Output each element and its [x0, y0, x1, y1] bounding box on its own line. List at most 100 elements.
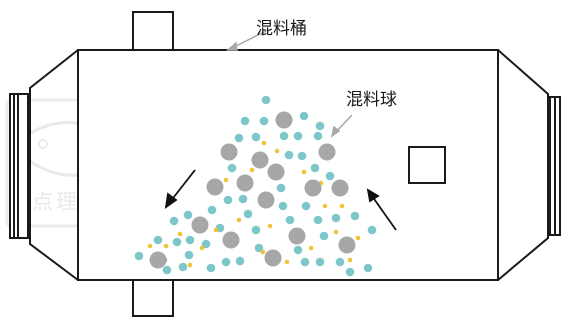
small-ball [223, 195, 233, 205]
small-ball [184, 250, 194, 260]
small-ball [185, 235, 195, 245]
large-ball [267, 163, 285, 181]
small-ball [134, 251, 144, 261]
inspection-window [408, 146, 446, 184]
large-ball [236, 174, 254, 192]
flow-arrow-left [169, 169, 196, 203]
yellow-dot [163, 243, 169, 249]
yellow-dot [284, 259, 290, 265]
left-end-cap [29, 49, 79, 281]
small-ball [206, 263, 216, 273]
large-ball [206, 178, 224, 196]
large-ball [288, 227, 306, 245]
small-ball [172, 237, 182, 247]
yellow-dot [267, 223, 273, 229]
small-ball [284, 150, 294, 160]
drum-label: 混料桶 [256, 19, 307, 39]
flow-arrow-right [371, 195, 397, 231]
small-ball [279, 131, 289, 141]
small-ball [367, 225, 377, 235]
small-ball [299, 111, 309, 121]
yellow-dot [249, 167, 255, 173]
small-ball [207, 205, 217, 215]
large-ball [318, 143, 336, 161]
yellow-dot [260, 249, 266, 255]
small-ball [319, 231, 329, 241]
small-ball [243, 209, 253, 219]
small-ball [178, 262, 188, 272]
large-ball [251, 151, 269, 169]
yellow-dot [322, 203, 328, 209]
yellow-dot [333, 229, 339, 235]
yellow-dot [261, 140, 267, 146]
small-ball [278, 201, 288, 211]
yellow-dot [355, 235, 361, 241]
small-ball [221, 257, 231, 267]
large-ball [257, 191, 275, 209]
yellow-dot [347, 257, 353, 263]
yellow-dot [308, 245, 314, 251]
large-ball [149, 251, 167, 269]
mixing-balls-pile [134, 95, 377, 277]
large-ball [222, 231, 240, 249]
small-ball [315, 121, 325, 131]
large-ball [338, 236, 356, 254]
yellow-dot [187, 262, 193, 268]
small-ball [350, 211, 360, 221]
flow-arrows [164, 169, 397, 231]
small-ball [331, 213, 341, 223]
small-ball [251, 132, 261, 142]
top-nozzle [132, 11, 174, 51]
yellow-dot [274, 148, 280, 154]
small-ball [254, 243, 264, 253]
small-ball [345, 267, 355, 277]
yellow-dot [199, 245, 205, 251]
small-ball [313, 215, 323, 225]
small-ball [235, 256, 245, 266]
small-ball [259, 116, 269, 126]
small-ball [201, 239, 211, 249]
yellow-dot [339, 203, 345, 209]
yellow-dot [147, 243, 153, 249]
yellow-dot [177, 231, 183, 237]
yellow-dot [236, 217, 242, 223]
right-end-cap [497, 49, 549, 281]
small-ball [335, 257, 345, 267]
yellow-dot [301, 169, 307, 175]
large-ball [264, 249, 282, 267]
small-ball [313, 131, 323, 141]
small-ball [162, 265, 172, 275]
large-ball [304, 179, 322, 197]
small-ball [301, 201, 311, 211]
small-ball [325, 171, 335, 181]
large-ball [220, 143, 238, 161]
small-ball [234, 133, 244, 143]
drum-label-arrow [231, 30, 267, 49]
small-ball [183, 210, 193, 220]
small-ball [169, 216, 179, 226]
large-ball [275, 111, 293, 129]
label-arrows [226, 30, 353, 138]
small-ball [227, 163, 237, 173]
small-ball [276, 183, 286, 193]
balls-label: 混料球 [346, 90, 397, 110]
large-ball [331, 179, 349, 197]
small-ball [363, 263, 373, 273]
small-ball [153, 235, 163, 245]
large-ball [191, 216, 209, 234]
small-ball [300, 257, 310, 267]
small-ball [285, 215, 295, 225]
small-ball [251, 225, 261, 235]
small-ball [315, 257, 325, 267]
mixing-drum [9, 11, 561, 317]
yellow-dot [223, 177, 229, 183]
yellow-dot [213, 227, 219, 233]
small-ball [293, 245, 303, 255]
small-ball [261, 95, 271, 105]
bottom-nozzle [132, 279, 174, 317]
small-ball [238, 194, 248, 204]
small-ball [293, 131, 303, 141]
small-ball [297, 151, 307, 161]
small-ball [240, 116, 250, 126]
